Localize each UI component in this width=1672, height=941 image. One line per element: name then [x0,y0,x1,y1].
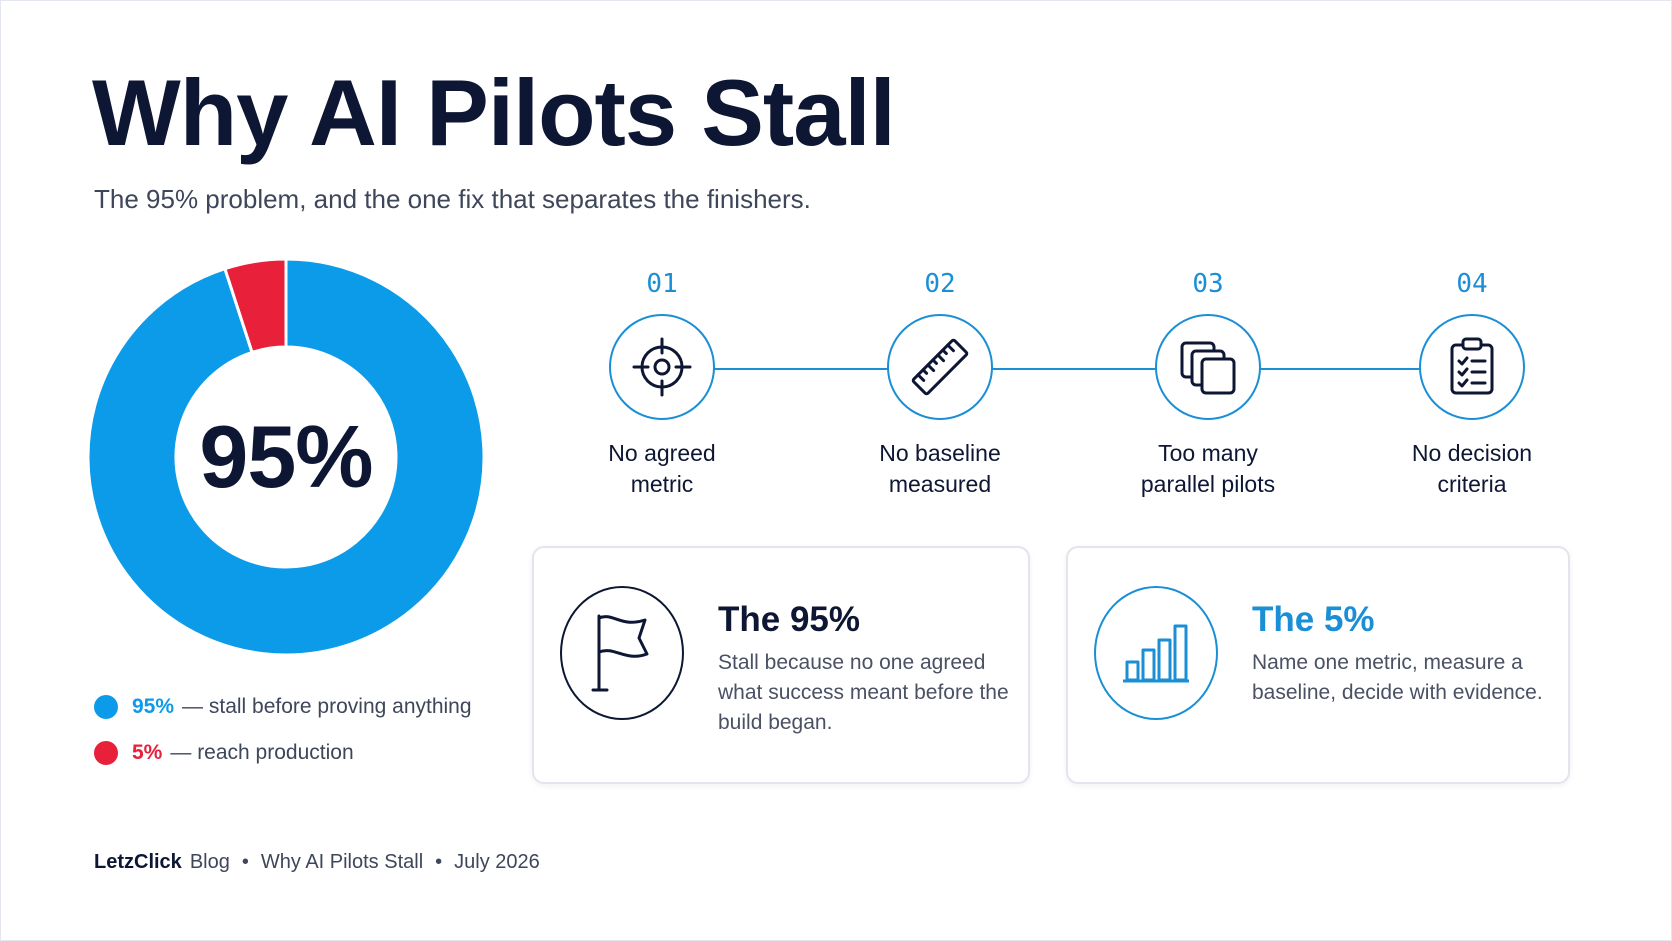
footer-separator: • [241,851,249,873]
step-icon-circle [609,314,715,420]
card-icon-circle [560,586,684,720]
card-title: The 5% [1252,600,1375,639]
card-95-percent: The 95% Stall because no one agreed what… [532,546,1030,784]
legend-item-5: 5% — reach production [94,730,472,776]
step-label: Too many parallel pilots [1140,440,1276,497]
step-label: No agreed metric [608,440,716,497]
step-1: 01 No agreed metric [562,264,762,500]
card-title: The 95% [718,600,860,639]
chart-legend: 95% — stall before proving anything 5% —… [94,684,472,776]
step-label: No decision criteria [1411,440,1533,497]
step-2: 02 No baseline measured [840,264,1040,500]
step-number: 03 [1192,269,1224,299]
legend-text: — reach production [170,741,354,764]
page-title: Why AI Pilots Stall [92,60,896,165]
card-text: Stall because no one agreed what success… [718,651,1009,734]
step-3: 03 Too many parallel pilots [1108,264,1308,500]
step-label: No baseline measured [879,440,1001,497]
bar-chart-icon [1123,624,1189,683]
footer: LetzClick Blog • Why AI Pilots Stall • J… [94,851,540,874]
steps-connector-line [662,368,1472,370]
card-icon-circle [1094,586,1218,720]
step-icon-circle [1155,314,1261,420]
target-icon [632,337,692,397]
donut-slice-95 [86,257,486,657]
footer-date: July 2026 [454,851,540,873]
step-number: 04 [1456,269,1488,299]
step-4: 04 No decision criteria [1372,264,1572,500]
legend-pct: 95% [132,695,175,718]
step-icon-circle [1419,314,1525,420]
clipboard-checklist-icon [1450,337,1494,395]
donut-center-label: 95% [199,407,373,506]
flag-icon [591,614,649,692]
page-subtitle: The 95% problem, and the one fix that se… [94,184,811,214]
legend-swatch-red [94,741,118,765]
donut-chart [86,257,486,657]
copies-icon [1180,341,1236,395]
legend-text: — stall before proving anything [182,695,472,718]
footer-section: Blog [189,851,230,873]
legend-pct: 5% [132,741,163,764]
footer-separator: • [435,851,443,873]
footer-article: Why AI Pilots Stall [260,851,424,873]
card-5-percent: The 5% Name one metric, measure a baseli… [1066,546,1570,784]
step-number: 01 [646,269,678,299]
legend-item-95: 95% — stall before proving anything [94,684,472,730]
step-number: 02 [924,269,956,299]
step-icon-circle [887,314,993,420]
footer-brand: LetzClick [94,851,182,873]
card-text: Name one metric, measure a baseline, dec… [1252,651,1543,704]
ruler-icon [911,338,969,396]
legend-swatch-blue [94,695,118,719]
